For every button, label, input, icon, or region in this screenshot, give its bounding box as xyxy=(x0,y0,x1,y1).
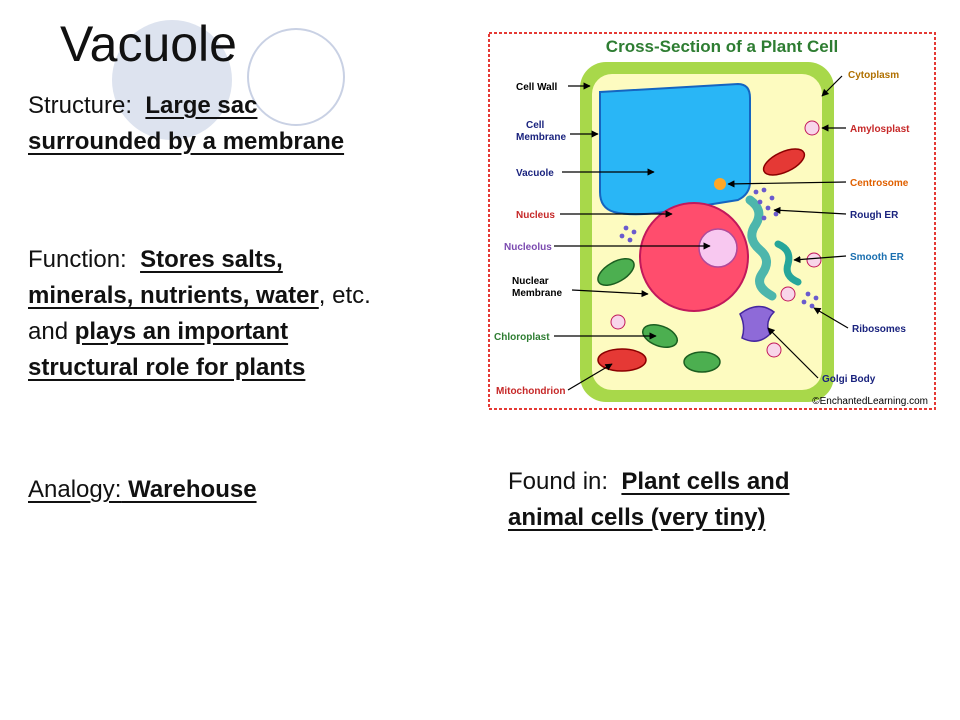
label-cell-wall: Cell Wall xyxy=(516,82,558,93)
label-nucleus: Nucleus xyxy=(516,210,555,221)
figure-title: Cross-Section of a Plant Cell xyxy=(606,37,838,56)
vacuole-shape xyxy=(599,82,751,216)
left-labels: Cell Wall Cell Membrane Vacuole Nucleus … xyxy=(494,82,566,397)
figure-credit: ©EnchantedLearning.com xyxy=(812,396,928,407)
rough-er-shape xyxy=(745,195,777,301)
right-labels: Cytoplasm Amylosplast Centrosome Rough E… xyxy=(822,70,910,385)
label-nucleolus: Nucleolus xyxy=(504,242,552,253)
ribosome-dots xyxy=(619,187,819,309)
function-value-part3: , etc. xyxy=(318,282,371,309)
label-smooth-er: Smooth ER xyxy=(850,252,905,263)
structure-label: Structure: xyxy=(28,92,133,119)
found-in-block: Found in: Plant cells and animal cells (… xyxy=(508,464,948,536)
label-nuclear: Nuclear xyxy=(512,276,549,287)
found-in-label: Found in: xyxy=(508,468,609,495)
found-in-value-line1: Plant cells and xyxy=(621,468,790,495)
label-amylosplast: Amylosplast xyxy=(850,124,910,135)
decor-circle-large xyxy=(112,20,232,140)
function-label: Function: xyxy=(28,246,127,273)
structure-value-line1: Large sac xyxy=(145,92,258,119)
label-ribosomes: Ribosomes xyxy=(852,324,906,335)
found-in-value-line2: animal cells (very tiny) xyxy=(508,504,766,531)
analogy-value: Warehouse xyxy=(121,476,257,503)
structure-value-line2: surrounded by a membrane xyxy=(28,128,345,155)
centrosome-shape xyxy=(714,178,726,190)
nucleolus-shape xyxy=(698,228,738,268)
label-arrows xyxy=(554,75,849,391)
function-value-part1: Stores salts, xyxy=(140,246,283,273)
function-value-part6: structural role for plants xyxy=(28,354,306,381)
function-block: Function: Stores salts, minerals, nutrie… xyxy=(28,242,498,386)
function-value-part5: plays an important xyxy=(74,318,289,345)
label-rough-er: Rough ER xyxy=(850,210,899,221)
label-cell: Cell xyxy=(526,120,545,131)
figure-border xyxy=(488,32,936,410)
analogy-label: Analogy: xyxy=(28,476,122,503)
label-nuclear-membrane: Membrane xyxy=(512,288,562,299)
amyloplast-shapes xyxy=(610,120,822,358)
smooth-er-shape xyxy=(774,240,802,286)
decor-circle-outline xyxy=(247,28,345,126)
plant-cell-diagram: Cross-Section of a Plant Cell Cell Wall xyxy=(488,32,936,410)
label-chloroplast: Chloroplast xyxy=(494,332,550,343)
function-value-part4: and xyxy=(28,318,69,345)
label-cytoplasm: Cytoplasm xyxy=(848,70,899,81)
structure-block: Structure: Large sac surrounded by a mem… xyxy=(28,88,468,160)
function-value-part2: minerals, nutrients, water xyxy=(28,282,319,309)
label-vacuole: Vacuole xyxy=(516,168,554,179)
label-mitochondrion: Mitochondrion xyxy=(496,386,565,397)
slide-title: Vacuole xyxy=(60,16,237,72)
label-cell-membrane: Membrane xyxy=(516,132,566,143)
label-centrosome: Centrosome xyxy=(850,178,909,189)
label-golgi-body: Golgi Body xyxy=(822,374,876,385)
analogy-block: Analogy: Warehouse xyxy=(28,472,468,508)
chloroplast-shapes xyxy=(597,258,721,373)
